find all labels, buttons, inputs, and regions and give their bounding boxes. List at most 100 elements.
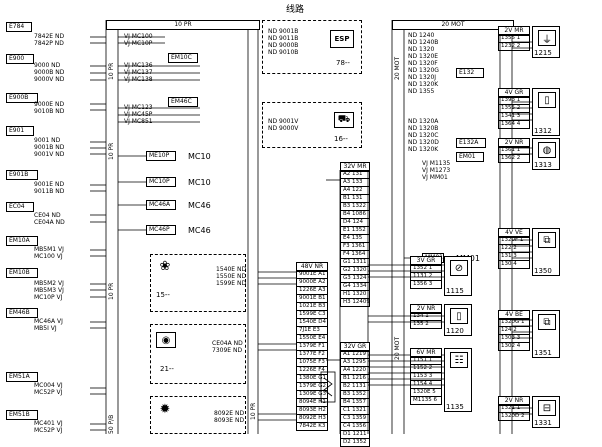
wire-group-em46b: MC46A VJ MB5I VJ — [34, 318, 63, 332]
wire-label: MC46A VJ — [34, 318, 63, 325]
wire-label: VJ M1135 — [422, 160, 451, 167]
connector-id: E784 — [9, 23, 25, 30]
fan-wires: 1540E ND 1550E ND 1599E ND — [216, 266, 246, 287]
wire-label: 7309E ND — [212, 347, 243, 354]
esp-label-box: ESP — [330, 30, 354, 48]
plug-icon: ⧉ — [538, 314, 556, 330]
wire-label: ND 1320J — [408, 74, 437, 81]
pin-entry: 1379E G2 — [297, 383, 327, 391]
pin-entry: 1550E E4 — [297, 335, 327, 343]
harness-10pr-mid-wires-2: VJ MC123 VJ MC45P VJ MC851 — [124, 104, 153, 125]
pin-entry: C3 1359 — [341, 415, 369, 423]
pin-entry: 1226E F4 — [297, 367, 327, 375]
harness-label-vertical: 10 PR — [108, 142, 115, 160]
pin-entry: B2 1131 — [341, 383, 369, 391]
connector-id: EM10B — [9, 269, 30, 276]
harness-20mot-title: 20 MOT — [392, 20, 514, 30]
harness-10pr-top-wires: VJ MC100 VJ MC10P — [124, 33, 153, 47]
wire-label: ND 1320F — [408, 60, 438, 67]
wire-label: ND 9001V — [268, 118, 299, 125]
esp-wires: ND 9001B ND 9011B ND 9000B ND 9010B — [268, 28, 298, 56]
wire-group-em10b: MB5M2 VJ MB5M3 VJ MC10P VJ — [34, 280, 64, 301]
wire-label: MB5M1 VJ — [34, 246, 64, 253]
pin-entry: F4 1364 — [341, 251, 369, 259]
wire-label: VJ MC137 — [124, 69, 153, 76]
connector-title: 48V NR — [300, 263, 324, 270]
pin-entry: 1355 1 — [499, 35, 529, 43]
pin-entry: 1364 4 — [501, 121, 521, 127]
connector-e901b: E901B — [6, 170, 38, 180]
pin-entry: 7842E K3 — [299, 423, 326, 429]
pin-entry: B3 1322 — [341, 203, 369, 211]
pin-entry: E4 135 — [341, 235, 369, 243]
fuse-symbol — [320, 371, 336, 403]
wire-label: 9001 ND — [34, 137, 61, 144]
wire-label: ND 9010B — [268, 49, 299, 56]
sensor-icon: ◍ — [538, 142, 556, 158]
esp-ref: 78-- — [336, 59, 350, 67]
harness-title-text: 20 MOT — [441, 21, 465, 28]
wire-label: VJ MC45P — [124, 111, 153, 118]
component-connector-title: 2V MR — [498, 26, 530, 36]
component-ref: 1350 — [534, 267, 552, 275]
module-em01: EM01 — [456, 152, 484, 162]
component-connector-title: 2V NR — [498, 396, 530, 406]
pin-entry: 7J1E E3 — [297, 327, 327, 335]
heater-icon: ☷ — [450, 352, 468, 368]
harness-label-vertical: 10 PR — [250, 402, 257, 420]
pin-entry: 1320F 1 — [499, 237, 529, 245]
pin-entry: 1379E F1 — [297, 343, 327, 351]
connector-e900b: E900B — [6, 93, 38, 103]
pin-entry: A1 1219 — [341, 351, 369, 359]
sensor-ref: 16-- — [334, 135, 348, 143]
module-id: E132 — [459, 69, 475, 76]
wire-label: ND 1240 — [408, 32, 435, 39]
pin-entry: 9000E A2 — [297, 279, 327, 287]
gear-icon: ✹ — [159, 401, 171, 417]
pin-entry: D2 1352 — [343, 439, 367, 445]
pin-entry: 1303 3 — [499, 335, 529, 343]
plug-id: MC46A — [149, 201, 171, 208]
pin-entry: 1075E F3 — [297, 359, 327, 367]
wire-label: ND 1240B — [408, 39, 439, 46]
wire-label: VJ MM01 — [422, 174, 448, 181]
pin-entry: 8094E H1 — [297, 399, 327, 407]
wire-label: 1540E ND — [216, 266, 247, 273]
pin-entry: 122 2 — [499, 245, 529, 253]
esp-block — [262, 20, 362, 74]
wire-label: 9001B ND — [34, 144, 65, 151]
connector-em46b: EM46B — [6, 308, 38, 318]
wire-label: MC52P VJ — [34, 427, 63, 434]
pin-entry: H3 12409 — [343, 299, 370, 305]
wire-group-em10a: MB5M1 VJ MC100 VJ — [34, 246, 64, 260]
pin-entry: 1151 1 — [411, 357, 441, 365]
gear-wires: 8092E ND 8093E ND — [214, 410, 244, 424]
esp-label: ESP — [334, 35, 350, 43]
wire-label: 1599E ND — [216, 280, 247, 287]
connector-id: E901B — [9, 171, 29, 178]
wire-group-e900b: 9000E ND 9010B ND — [34, 101, 64, 115]
wire-label: 9010B ND — [34, 108, 65, 115]
sensor-block-16 — [262, 102, 362, 148]
wire-label: ND 9000B — [268, 42, 299, 49]
connector-em51a: EM51A — [6, 372, 38, 382]
pressure-sensor-icon: ⊘ — [450, 260, 468, 276]
pin-entry: 1320E 5 — [411, 389, 441, 397]
module-em10c: EM10C — [168, 53, 198, 63]
pin-entry: B4 1357 — [341, 399, 369, 407]
connector-id: EM10A — [9, 237, 30, 244]
pin-entry: 1302 4 — [501, 343, 521, 349]
pin-entry: M1135 6 — [413, 397, 437, 403]
wire-label: 9000 ND — [34, 62, 61, 69]
connector-em10a: EM10A — [6, 236, 38, 246]
harness-label-vertical: 20 MOT — [394, 56, 401, 80]
pin-entry: B3 1352 — [341, 391, 369, 399]
pin-entry: 1361 1 — [499, 147, 529, 155]
module-e132: E132 — [456, 68, 484, 78]
harness-label-vertical: 10 PR — [108, 62, 115, 80]
pin-entry: H1 1320 — [341, 291, 369, 299]
